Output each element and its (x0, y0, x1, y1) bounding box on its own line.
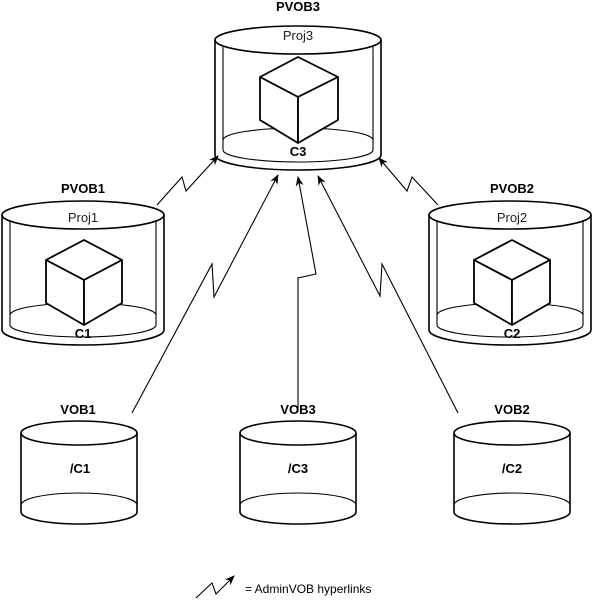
vob1-path-label: /C1 (70, 461, 90, 476)
pvob2-cylinder (428, 200, 592, 346)
pvob1-cylinder (1, 200, 165, 346)
vob2: VOB2 /C2 (453, 402, 571, 525)
pvob3-project-label: Proj3 (283, 28, 313, 43)
legend: = AdminVOB hyperlinks (195, 575, 371, 599)
hyperlink-symbol-icon (195, 575, 235, 599)
pvob2-project-label: Proj2 (497, 210, 527, 225)
hyperlink-arrow-pvob1-pvob3 (156, 155, 219, 206)
vob2-cylinder (453, 420, 571, 525)
pvob1: PVOB1 Proj1 C1 (1, 181, 165, 346)
vob3: VOB3 /C3 (239, 402, 357, 525)
pvob3-cylinder (214, 25, 382, 171)
component-cube-icon (473, 239, 551, 326)
pvob1-component-label: C1 (75, 326, 92, 341)
component-cube-icon (45, 239, 123, 326)
vob1-label: VOB1 (60, 402, 95, 417)
pvob3: PVOB3 Proj3 C3 (214, 0, 382, 171)
vob2-label: VOB2 (494, 402, 529, 417)
vob3-path-label: /C3 (288, 461, 308, 476)
pvob1-label: PVOB1 (61, 181, 105, 196)
pvob3-component-label: C3 (290, 144, 307, 159)
component-cube-icon (259, 56, 339, 144)
pvob2: PVOB2 Proj2 C2 (428, 181, 592, 346)
pvob2-label: PVOB2 (490, 181, 534, 196)
hyperlink-arrows (131, 155, 459, 414)
vob1-cylinder (20, 420, 138, 525)
hyperlink-arrow-vob1-pvob3 (131, 174, 279, 414)
pvob3-label: PVOB3 (276, 0, 320, 14)
hyperlink-arrow-vob2-pvob3 (317, 175, 459, 414)
vob2-path-label: /C2 (502, 461, 522, 476)
hyperlink-arrow-vob3-pvob3 (295, 176, 317, 412)
pvob2-component-label: C2 (504, 326, 521, 341)
pvob1-project-label: Proj1 (68, 210, 98, 225)
hyperlink-arrow-pvob2-pvob3 (378, 157, 439, 206)
vob1: VOB1 /C1 (20, 402, 138, 525)
legend-label: = AdminVOB hyperlinks (245, 582, 371, 596)
vob3-cylinder (239, 420, 357, 525)
